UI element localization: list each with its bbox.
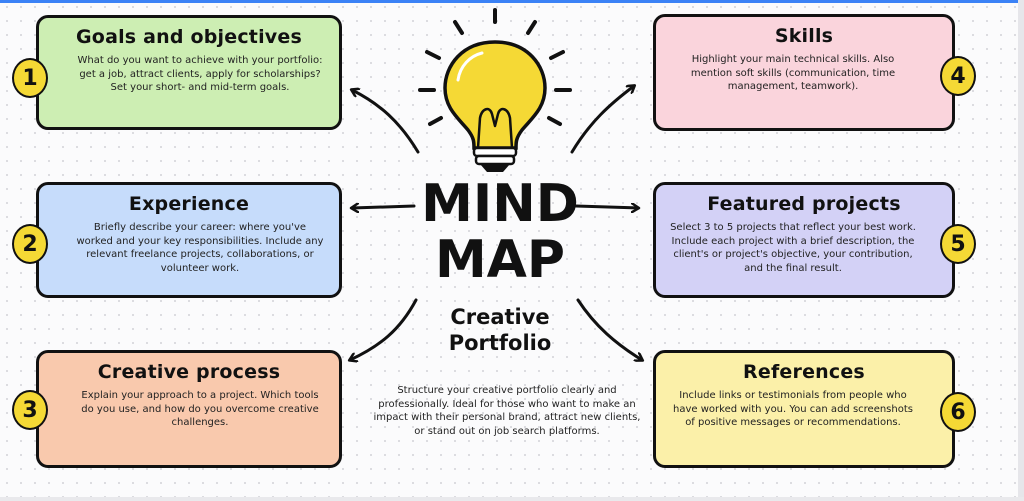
card-text: Briefly describe your career: where you'… [76, 222, 324, 274]
card-references: References Include links or testimonials… [653, 350, 955, 468]
card-title: Experience [128, 193, 250, 215]
card-text: Explain your approach to a project. Whic… [81, 390, 319, 428]
bottom-edge [0, 497, 1024, 501]
card-title: Goals and objectives [76, 26, 302, 48]
number-badge-1: 1 [12, 58, 48, 98]
mind-map-title: MIND MAP [420, 176, 580, 288]
card-goals: Goals and objectives What do you want to… [36, 15, 342, 130]
number-badge-3: 3 [12, 390, 48, 430]
card-title: Featured projects [707, 193, 901, 215]
number-badge-6: 6 [940, 392, 976, 432]
title-line-1: MIND [421, 174, 579, 234]
card-experience: Experience Briefly describe your career:… [36, 182, 342, 298]
arrow-icon [350, 86, 642, 360]
card-creative-process: Creative process Explain your approach t… [36, 350, 342, 468]
card-skills: Skills Highlight your main technical ski… [653, 14, 955, 131]
scroll-edge [1018, 0, 1024, 501]
top-accent-line [0, 0, 1024, 3]
title-line-2: MAP [434, 230, 566, 290]
subtitle-line-1: Creative [450, 305, 550, 329]
number-badge-5: 5 [940, 224, 976, 264]
lightbulb-icon [418, 8, 572, 172]
center-description: Structure your creative portfolio clearl… [373, 385, 641, 437]
card-text: What do you want to achieve with your po… [77, 55, 323, 93]
number-badge-4: 4 [940, 56, 976, 96]
card-title: Creative process [97, 361, 281, 383]
card-text: Select 3 to 5 projects that reflect your… [670, 222, 916, 274]
card-title: References [743, 361, 865, 383]
number-badge-2: 2 [12, 224, 48, 264]
mind-map-subtitle: Creative Portfolio [430, 304, 570, 356]
card-text: Include links or testimonials from peopl… [673, 390, 913, 428]
subtitle-line-2: Portfolio [448, 331, 552, 355]
card-text: Highlight your main technical skills. Al… [690, 54, 896, 92]
card-title: Skills [774, 25, 834, 47]
card-featured-projects: Featured projects Select 3 to 5 projects… [653, 182, 955, 298]
